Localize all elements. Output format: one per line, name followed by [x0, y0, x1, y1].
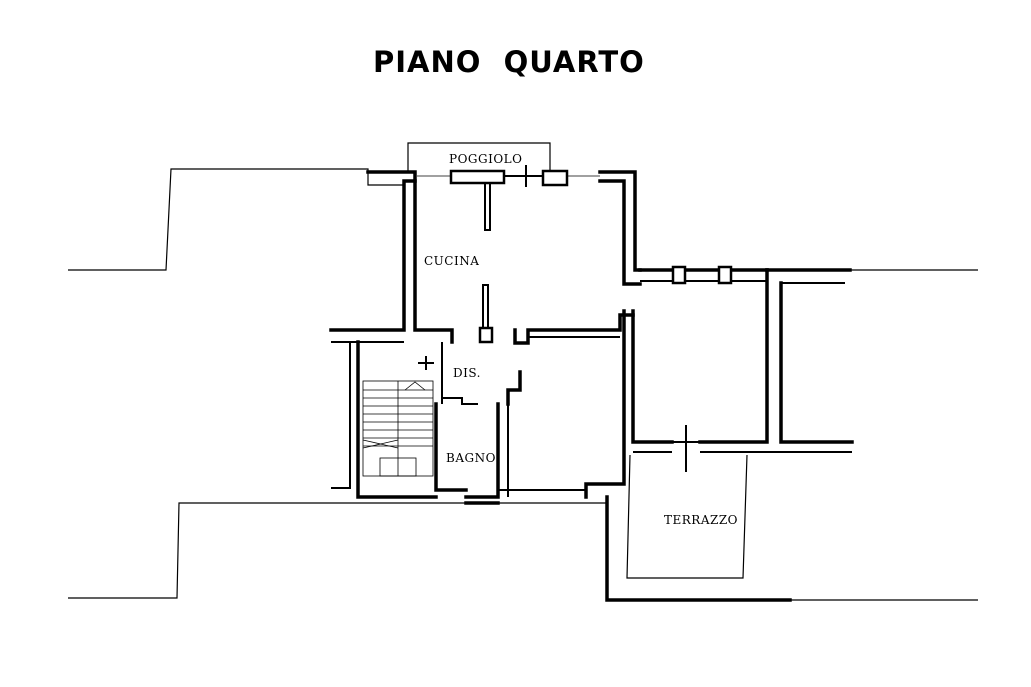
room-label-dis: DIS. — [453, 366, 481, 380]
neighbour-outline-top-left — [68, 168, 404, 271]
room-label-poggiolo: POGGIOLO — [449, 152, 522, 166]
terrazzo-outline — [605, 454, 792, 602]
neighbour-outline-bottom-left — [68, 502, 607, 599]
staircase — [362, 380, 434, 477]
plan-title: PIANO QUARTO — [373, 45, 645, 79]
interior-walls — [331, 182, 635, 505]
adjacent-block-right — [698, 268, 854, 453]
poggiolo-balcony — [407, 142, 551, 171]
room-label-cucina: CUCINA — [424, 254, 479, 268]
room-label-bagno: BAGNO — [446, 451, 496, 465]
room-label-terrazzo: TERRAZZO — [664, 513, 738, 527]
